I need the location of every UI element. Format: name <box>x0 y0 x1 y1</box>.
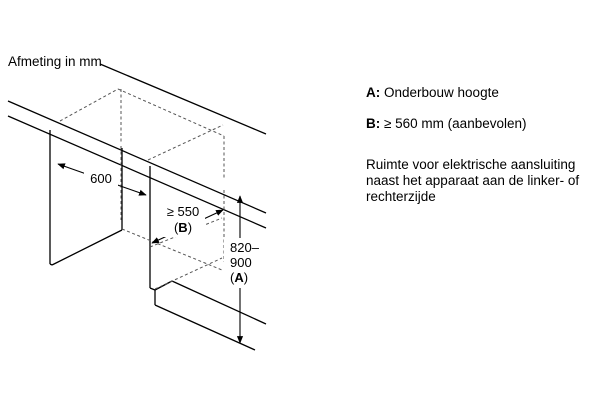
width-key-label: (B) <box>174 220 192 235</box>
height-label-line2: 900 <box>230 255 252 270</box>
legend-a-text: Onderbouw hoogte <box>380 85 499 100</box>
height-key-label: (A) <box>230 270 248 285</box>
depth-label: 600 <box>90 171 112 186</box>
unit-caption: Afmeting in mm <box>8 54 102 69</box>
width-label: ≥ 550 <box>167 204 199 219</box>
legend-b: B: ≥ 560 mm (aanbevolen) <box>366 116 526 132</box>
note-line: rechterzijde <box>366 189 436 204</box>
height-label-line1: 820– <box>230 240 260 255</box>
electrical-connection-note: Ruimte voor elektrische aansluiting naas… <box>366 157 579 205</box>
depth-label-bg <box>84 170 118 187</box>
legend-b-key: B: <box>366 116 381 131</box>
legend-a-key: A: <box>366 85 381 100</box>
worktop <box>7 63 267 229</box>
legend-b-text: ≥ 560 mm (aanbevolen) <box>380 116 527 131</box>
niche-outline <box>59 88 225 290</box>
note-line: naast het apparaat aan de linker- of <box>366 173 580 188</box>
legend-a: A: Onderbouw hoogte <box>366 85 499 101</box>
width-label-bg <box>161 203 205 237</box>
note-line: Ruimte voor elektrische aansluiting <box>366 157 576 172</box>
height-label-bg <box>224 238 256 288</box>
